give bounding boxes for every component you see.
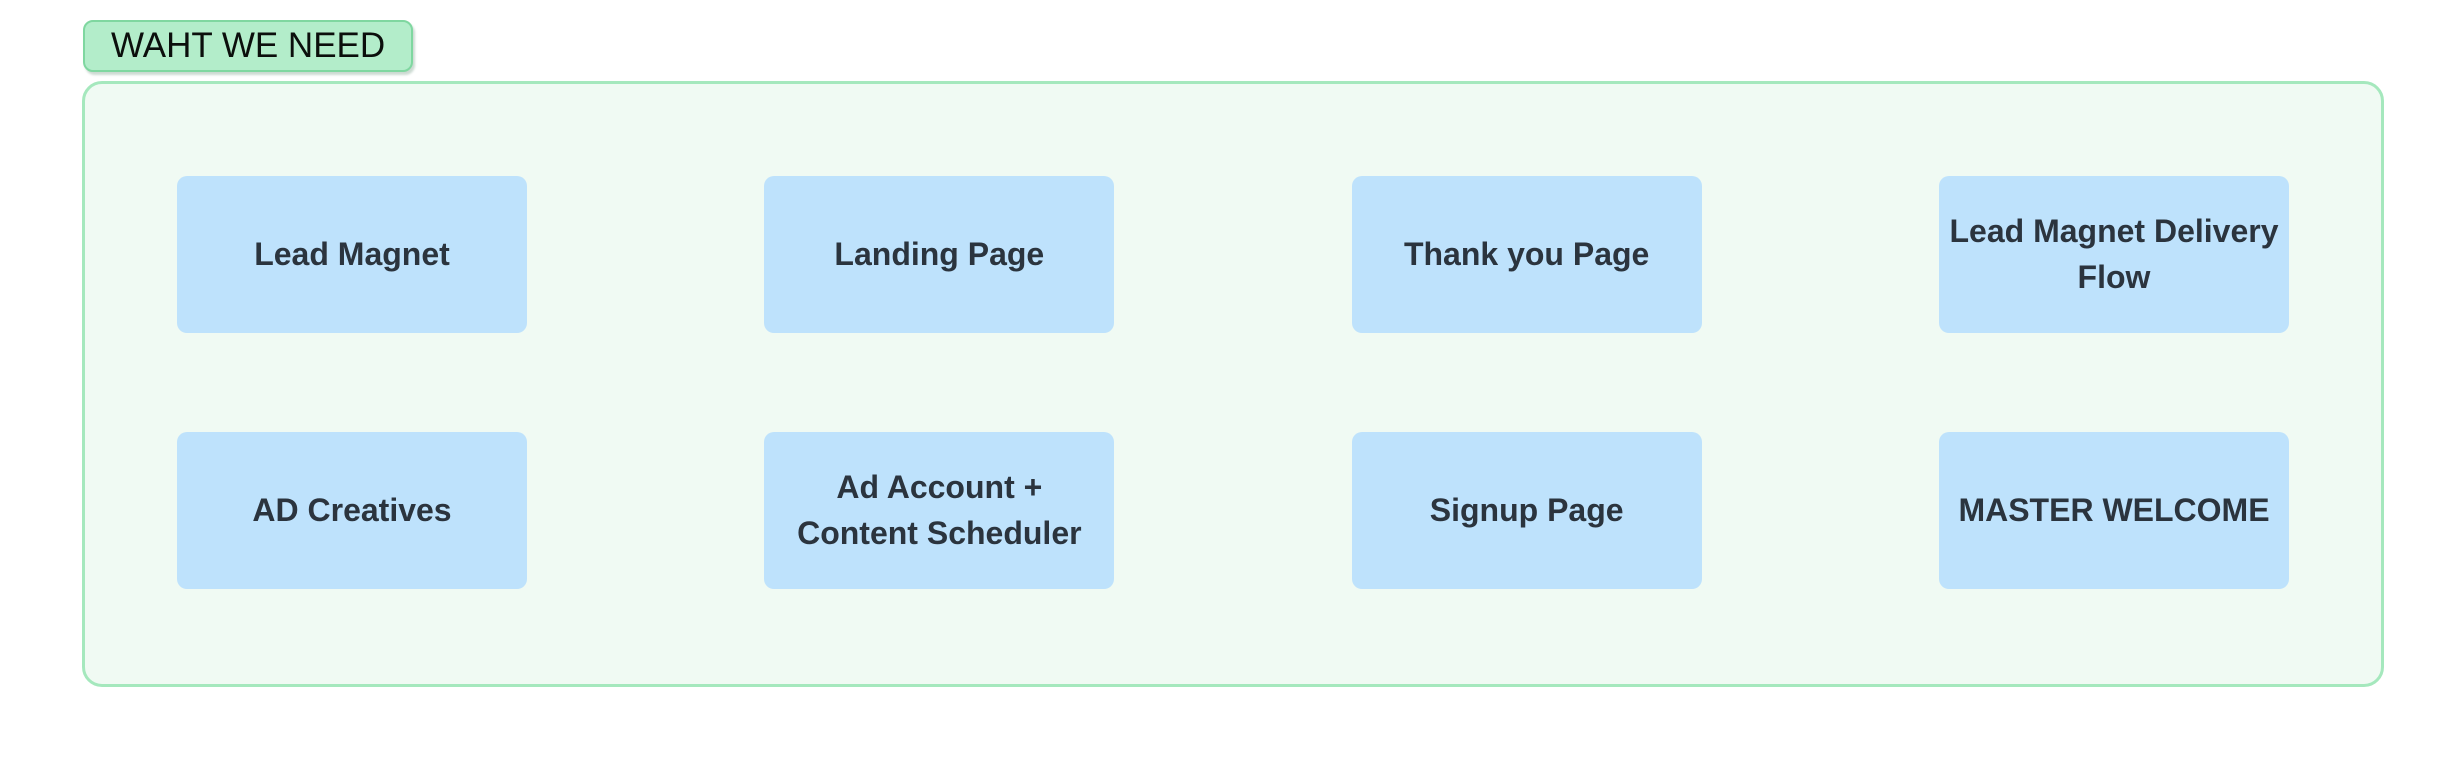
card-landing-page-label: Landing Page	[834, 235, 1045, 272]
card-ad-creatives[interactable]: AD Creatives	[177, 432, 527, 589]
card-landing-page[interactable]: Landing Page	[764, 176, 1115, 333]
card-signup-page[interactable]: Signup Page	[1351, 432, 1702, 589]
card-ad-creatives-label: AD Creatives	[252, 491, 452, 528]
card-grid: Lead Magnet Landing Page Thank you Page …	[85, 84, 2381, 684]
card-master-welcome-label: MASTER WELCOME	[1958, 491, 2270, 528]
card-thank-you-page-label: Thank you Page	[1403, 235, 1650, 272]
card-ad-account-content-scheduler-label: Ad Account + Content Scheduler	[797, 469, 1082, 551]
card-master-welcome[interactable]: MASTER WELCOME	[1938, 432, 2289, 589]
card-thank-you-page[interactable]: Thank you Page	[1351, 176, 1702, 333]
card-ad-account-content-scheduler[interactable]: Ad Account + Content Scheduler	[764, 432, 1115, 589]
card-lead-magnet-label: Lead Magnet	[254, 235, 450, 272]
card-lead-magnet-delivery-flow-label: Lead Magnet Delivery Flow	[1949, 213, 2279, 295]
card-signup-page-label: Signup Page	[1429, 491, 1624, 528]
card-lead-magnet-delivery-flow[interactable]: Lead Magnet Delivery Flow	[1938, 176, 2289, 333]
what-we-need-frame[interactable]: Lead Magnet Landing Page Thank you Page …	[82, 81, 2384, 687]
card-lead-magnet[interactable]: Lead Magnet	[177, 176, 527, 333]
what-we-need-tag[interactable]: WAHT WE NEED	[83, 20, 414, 73]
